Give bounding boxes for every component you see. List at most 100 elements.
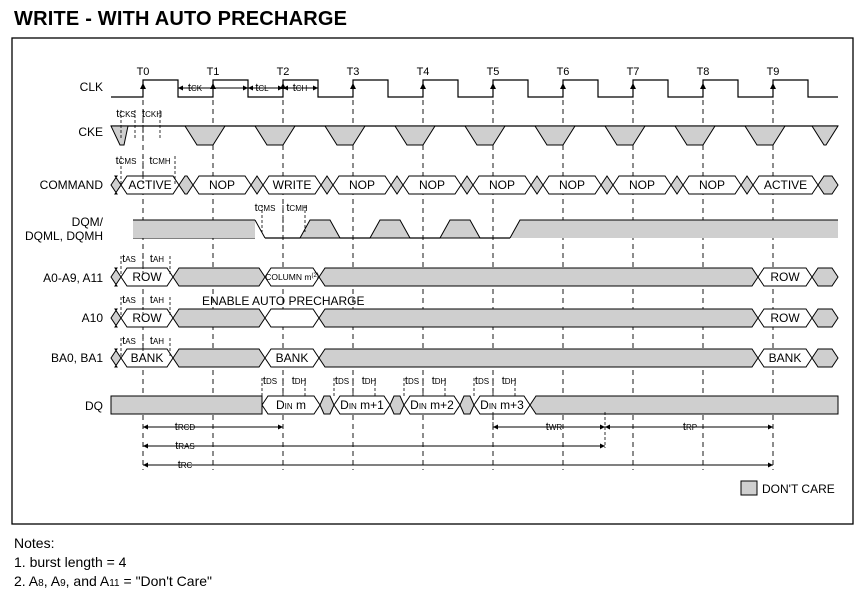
cke-dont-care — [394, 125, 436, 146]
legend-swatch — [740, 480, 758, 496]
tch-arrow-head — [283, 85, 288, 91]
tds-label: tDS — [335, 375, 349, 387]
command-dont-care — [460, 175, 474, 195]
tras-label: tRAS — [175, 440, 195, 452]
command-label: NOP — [559, 178, 585, 192]
command-label: NOP — [209, 178, 235, 192]
command-label: NOP — [349, 178, 375, 192]
clk-edge-arrow — [560, 83, 566, 89]
tcl-label: tCL — [255, 82, 269, 94]
ba-tas-label: tAS — [122, 335, 136, 347]
tds-label: tDS — [263, 375, 277, 387]
command-label: ACTIVE — [128, 178, 171, 192]
addr-label: ROW — [132, 270, 162, 284]
addr-dont-care — [110, 267, 122, 287]
signal-label-a10: A10 — [82, 311, 104, 325]
tdh-label: tDH — [432, 375, 447, 387]
trp-arrow-head — [768, 424, 773, 430]
clk-waveform — [111, 79, 838, 98]
ba-tah-label: tAH — [150, 335, 164, 347]
addr-dont-care — [811, 267, 839, 287]
dqm-tcmh-label: tCMH — [286, 202, 308, 214]
dqm-edge — [509, 219, 838, 239]
note-2: 2. A8, A9, and A11 = "Don't Care" — [14, 573, 212, 589]
clk-edge-arrow — [770, 83, 776, 89]
command-label: NOP — [419, 178, 445, 192]
legend: DON'T CARE — [740, 480, 835, 496]
clock-label: T0 — [137, 66, 150, 78]
ba-label: BANK — [276, 351, 309, 365]
clk-edge-arrow — [490, 83, 496, 89]
trc-label: tRC — [178, 459, 193, 471]
cke-dont-care — [254, 125, 296, 146]
command-dont-care — [250, 175, 264, 195]
command-label: NOP — [699, 178, 725, 192]
command-dont-care — [390, 175, 404, 195]
tcmh-label: tCMH — [149, 155, 171, 167]
dqm-tcms-label: tCMS — [255, 202, 276, 214]
dq-dont-care — [319, 395, 335, 415]
command-dont-care — [178, 175, 194, 195]
cke-dont-care — [811, 125, 839, 146]
dq-data-label: DIN m+2 — [410, 398, 454, 412]
note-1: 1. burst length = 4 — [14, 554, 127, 570]
dq-dont-care — [529, 395, 839, 415]
clk-edge-arrow — [700, 83, 706, 89]
addr-dont-care — [318, 267, 759, 287]
tck-arrow-head — [243, 85, 248, 91]
command-label: ACTIVE — [764, 178, 807, 192]
tds-label: tDS — [405, 375, 419, 387]
command-dont-care — [817, 175, 839, 195]
diagram-frame — [11, 37, 854, 525]
cke-dont-care — [110, 125, 129, 146]
signal-label-addr: A0-A9, A11 — [43, 271, 103, 285]
a10-dont-care — [172, 308, 266, 328]
signal-label-command: COMMAND — [40, 178, 104, 192]
dqm-dont-care — [369, 219, 411, 239]
a10-dont-care — [110, 308, 122, 328]
clk-edge-arrow — [210, 83, 216, 89]
tcl-arrow-head — [248, 85, 253, 91]
command-label: NOP — [489, 178, 515, 192]
tcks-label: tCKS — [116, 108, 136, 120]
tch-arrow-head — [313, 85, 318, 91]
clock-label: T2 — [277, 66, 290, 78]
cke-dont-care — [464, 125, 506, 146]
cke-dont-care — [604, 125, 646, 146]
addr-tas-label: tAS — [122, 253, 136, 265]
clock-label: T6 — [557, 66, 570, 78]
trcd-arrow-head — [143, 424, 148, 430]
clk-edge-arrow — [420, 83, 426, 89]
tdh-label: tDH — [362, 375, 377, 387]
addr-column-label: COLUMN m(2) — [265, 272, 319, 282]
ba-dont-care — [110, 348, 122, 368]
dq-data-label: DIN m+1 — [340, 398, 384, 412]
a10-label: ROW — [770, 311, 800, 325]
dq-data-label: DIN m — [276, 398, 306, 412]
signal-label-clk: CLK — [80, 80, 103, 94]
tck-arrow-head — [178, 85, 183, 91]
trcd-label: tRCD — [175, 421, 196, 433]
notes: Notes: 1. burst length = 4 2. A8, A9, an… — [14, 534, 212, 593]
command-dont-care — [530, 175, 544, 195]
tds-label: tDS — [475, 375, 489, 387]
trcd-arrow-head — [278, 424, 283, 430]
twr-arrow-head — [493, 424, 498, 430]
twr-label: tWR — [546, 421, 563, 433]
legend-label: DON'T CARE — [762, 482, 835, 496]
ba-dont-care — [318, 348, 759, 368]
dq-dont-care — [459, 395, 475, 415]
addr-label: ROW — [770, 270, 800, 284]
clk-edge-arrow — [140, 83, 146, 89]
clock-label: T8 — [697, 66, 710, 78]
page-title: WRITE - WITH AUTO PRECHARGE — [14, 8, 348, 30]
signal-label-dq: DQ — [85, 399, 103, 413]
clock-label: T7 — [627, 66, 640, 78]
tdh-label: tDH — [292, 375, 307, 387]
addr-tah-label: tAH — [150, 253, 164, 265]
tras-arrow-head — [600, 443, 605, 449]
signal-label-ba: BA0, BA1 — [51, 351, 103, 365]
dqm-dont-care — [299, 219, 341, 239]
